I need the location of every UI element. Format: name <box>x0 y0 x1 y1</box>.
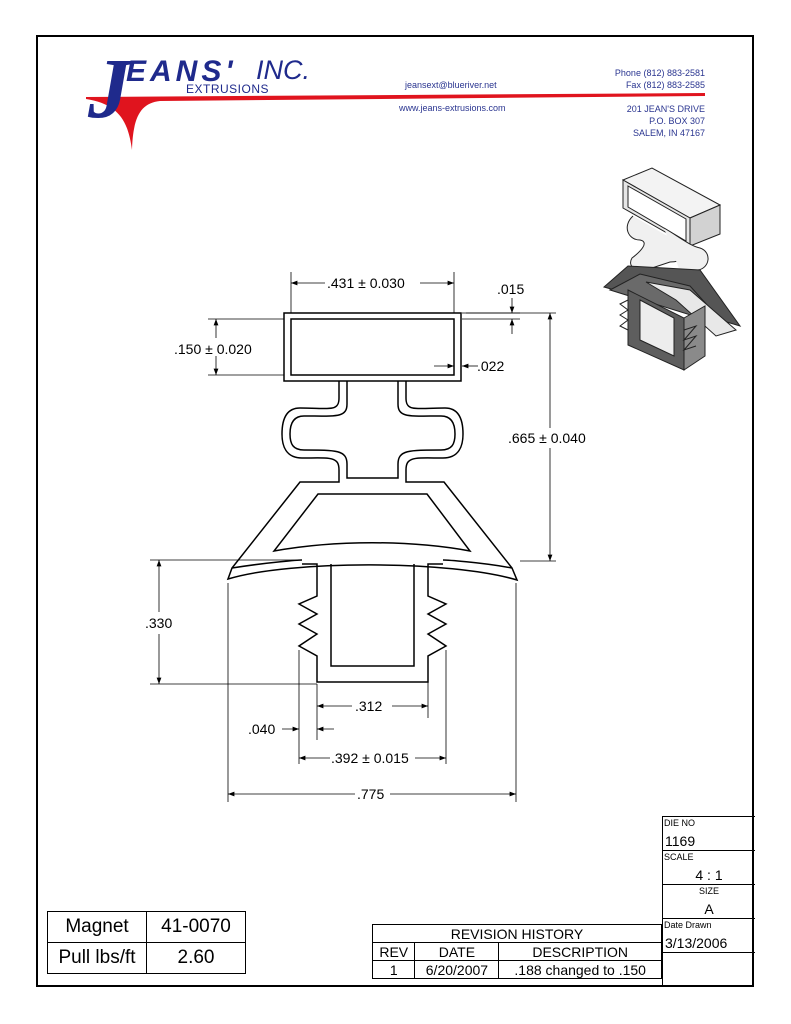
title-block: DIE NO 1169 SCALE 4 : 1 SIZE A Date Draw… <box>662 816 755 987</box>
pull-row: Pull lbs/ft 2.60 <box>47 942 246 974</box>
revision-header-row: REV DATE DESCRIPTION <box>371 942 662 961</box>
isometric-view <box>602 167 742 371</box>
company-email: jeansext@blueriver.net <box>405 80 497 90</box>
scale-label: SCALE <box>664 852 694 862</box>
magnet-row: Magnet 41-0070 <box>47 911 246 943</box>
company-website: www.jeans-extrusions.com <box>399 103 506 113</box>
dim-wall-top: .015 <box>497 281 525 297</box>
magnet-table: Magnet 41-0070 Pull lbs/ft 2.60 <box>47 911 246 974</box>
size-label: SIZE <box>698 886 719 896</box>
die-no-label: DIE NO <box>664 818 696 828</box>
date-drawn-label: Date Drawn <box>664 920 712 930</box>
die-no-cell: DIE NO 1169 <box>663 816 755 850</box>
address-line-2: P.O. BOX 307 <box>649 116 705 126</box>
scale-cell: SCALE 4 : 1 <box>663 850 755 884</box>
dim-base-width: .392 ± 0.015 <box>331 750 409 766</box>
logo-inc: INC. <box>256 55 310 85</box>
dim-top-height: .150 ± 0.020 <box>174 341 252 357</box>
description-header: DESCRIPTION <box>498 942 662 961</box>
fin-edge <box>231 559 513 569</box>
company-logo: J EANS' INC. EXTRUSIONS <box>88 45 318 155</box>
logo-extrusions: EXTRUSIONS <box>186 82 270 96</box>
magnet-label: Magnet <box>47 911 147 943</box>
trapezoid-inner <box>272 493 472 553</box>
company-address: 201 JEAN'S DRIVE P.O. BOX 307 SALEM, IN … <box>627 103 705 139</box>
company-phone-fax: Phone (812) 883-2581 Fax (812) 883-2585 <box>615 67 705 91</box>
bellows-inner <box>289 381 456 479</box>
rev-header: REV <box>371 942 416 961</box>
dim-lower-height: .330 <box>145 615 173 631</box>
profile-outline <box>226 312 519 683</box>
logo-j: J <box>88 40 131 136</box>
address-line-1: 201 JEAN'S DRIVE <box>626 104 705 114</box>
dim-wall-lower: .040 <box>248 721 276 737</box>
trapezoid-outer <box>226 481 519 582</box>
scale-value: 4 : 1 <box>695 867 723 883</box>
phone: Phone (812) 883-2581 <box>614 68 705 78</box>
dim-overall-width: .775 <box>357 786 385 802</box>
dim-inner-width: .312 <box>355 698 383 714</box>
date-cell: 6/20/2007 <box>414 960 500 979</box>
size-cell: SIZE A <box>663 884 755 918</box>
dim-overall-height: .665 ± 0.040 <box>508 430 586 446</box>
size-value: A <box>704 901 714 917</box>
revision-row: 1 6/20/2007 .188 changed to .150 <box>371 960 662 979</box>
dim-top-width: .431 ± 0.030 <box>327 275 405 291</box>
date-drawn-value: 3/13/2006 <box>665 935 728 951</box>
date-header: DATE <box>414 942 500 961</box>
dimension-lines <box>150 272 556 802</box>
bellows-outer <box>281 381 464 483</box>
top-tube-inner <box>290 318 455 376</box>
lower-channel-inner <box>330 564 415 667</box>
blank-cell <box>663 952 755 987</box>
dim-side-wall: .022 <box>477 358 505 374</box>
drawing-frame <box>36 35 754 987</box>
pull-label: Pull lbs/ft <box>47 942 147 974</box>
fax: Fax (812) 883-2585 <box>625 80 705 90</box>
logo-eans: EANS' <box>126 55 237 88</box>
address-line-3: SALEM, IN 47167 <box>632 128 705 138</box>
revision-history-table: REVISION HISTORY REV DATE DESCRIPTION 1 … <box>371 924 662 979</box>
die-no-value: 1169 <box>665 833 696 849</box>
pull-value: 2.60 <box>146 942 246 974</box>
description-cell: .188 changed to .150 <box>498 960 662 979</box>
lower-channel-outer <box>297 563 448 683</box>
revision-history-title: REVISION HISTORY <box>372 924 662 943</box>
date-drawn-cell: Date Drawn 3/13/2006 <box>663 918 755 952</box>
rev-cell: 1 <box>371 960 416 979</box>
top-tube-outer <box>283 312 462 382</box>
magnet-value: 41-0070 <box>146 911 246 943</box>
